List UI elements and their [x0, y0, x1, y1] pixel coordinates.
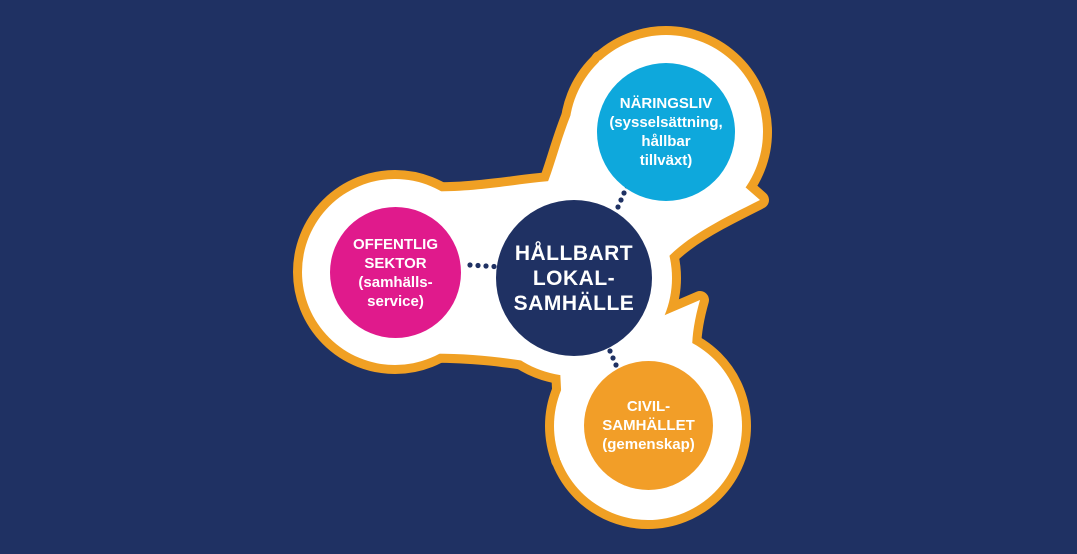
center-line-3: SAMHÄLLE [513, 291, 635, 315]
node-naringsliv-line-1: NÄRINGSLIV [619, 95, 713, 112]
node-hallbart-lokalsamhalle: HÅLLBART LOKAL- SAMHÄLLE [496, 200, 652, 356]
node-naringsliv-line-3: hållbar [641, 133, 691, 150]
node-offentlig-line-2: SEKTOR [364, 254, 427, 272]
center-line-1: HÅLLBART [514, 241, 634, 265]
connectors [467, 183, 630, 375]
center-line-2: LOKAL- [532, 266, 616, 290]
connector-offentlig [467, 262, 497, 270]
node-civil-line-3: (gemenskap) [602, 436, 695, 453]
node-naringsliv: NÄRINGSLIV (sysselsättning, hållbar till… [597, 63, 735, 201]
node-offentlig-sektor: OFFENTLIG SEKTOR (samhälls- service) [330, 207, 461, 338]
node-offentlig-line-1: OFFENTLIG [353, 235, 438, 253]
node-naringsliv-line-2: (sysselsättning, [609, 114, 723, 131]
node-civilsamhallet: CIVIL- SAMHÄLLET (gemenskap) [584, 361, 713, 490]
node-offentlig-line-4: service) [367, 292, 424, 310]
node-offentlig-line-3: (samhälls- [358, 273, 433, 291]
node-civil-line-2: SAMHÄLLET [602, 417, 695, 434]
node-civil-line-1: CIVIL- [626, 398, 671, 415]
node-naringsliv-line-4: tillväxt) [639, 152, 693, 169]
